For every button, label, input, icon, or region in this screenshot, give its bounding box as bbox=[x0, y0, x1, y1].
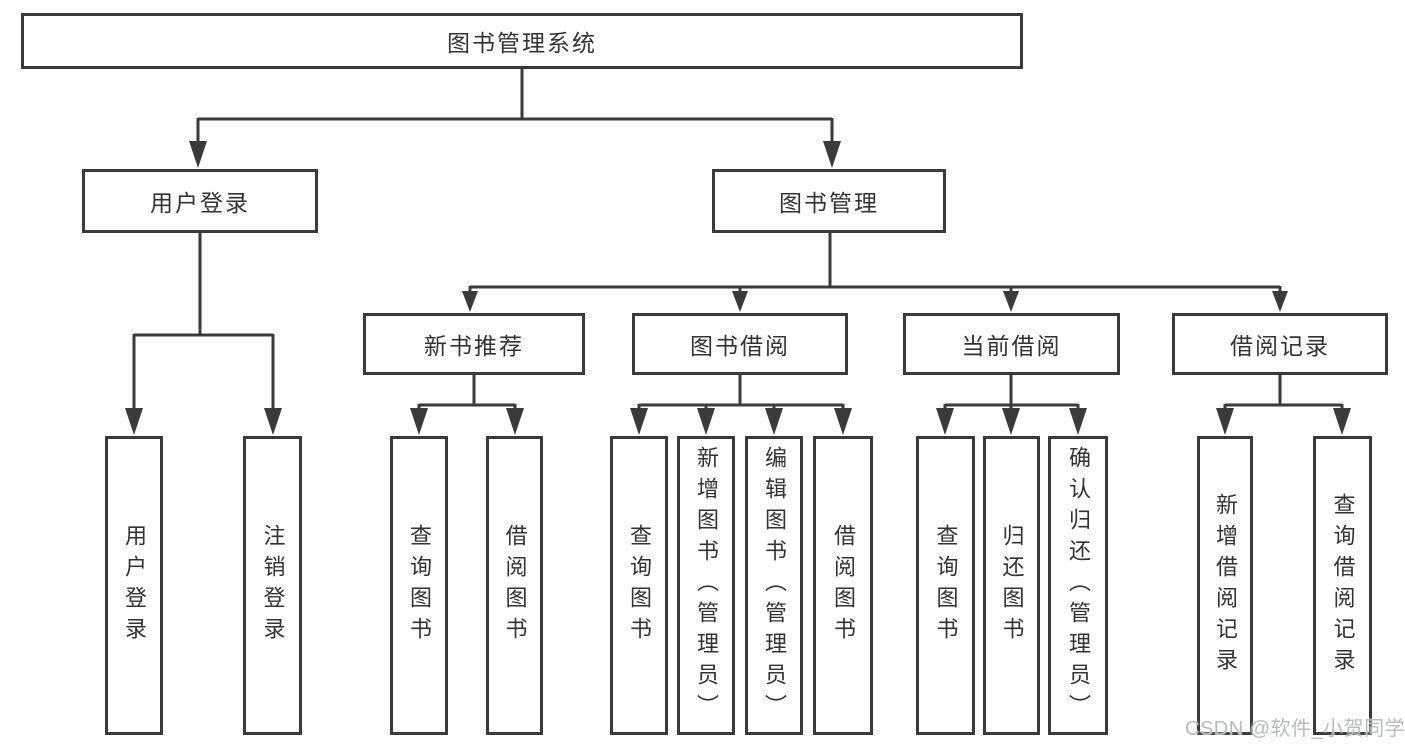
arrow-down-icon bbox=[697, 408, 715, 435]
leaf-edit-books-admin: 编辑图书（管理员） bbox=[745, 436, 803, 735]
arrow-down-icon bbox=[1069, 408, 1087, 435]
arrow-down-icon bbox=[1216, 408, 1234, 435]
leaf-user-login: 用户登录 bbox=[105, 436, 163, 735]
arrow-down-icon bbox=[834, 408, 852, 435]
leaf-query-books: 查询图书 bbox=[390, 436, 448, 735]
connector-newbook-to-leaves bbox=[417, 375, 517, 412]
leaf-label: 借阅图书 bbox=[831, 523, 856, 648]
leaf-label: 编辑图书（管理员） bbox=[762, 446, 787, 725]
arrow-down-icon bbox=[823, 141, 841, 168]
arrow-down-icon bbox=[732, 291, 748, 312]
arrow-down-icon bbox=[630, 408, 648, 435]
csdn-watermark: CSDN @软件_小贺同学 bbox=[1185, 718, 1405, 740]
node-label: 当前借阅 bbox=[961, 333, 1062, 359]
arrow-down-icon bbox=[1333, 408, 1351, 435]
arrow-down-icon bbox=[1002, 408, 1020, 435]
node-label: 图书借阅 bbox=[690, 333, 790, 359]
leaf-label: 新增借阅记录 bbox=[1213, 492, 1238, 679]
arrow-down-icon bbox=[410, 408, 428, 435]
arrow-down-icon bbox=[1003, 291, 1019, 312]
connector-bookmgmt-to-level3 bbox=[468, 232, 1282, 295]
arrow-down-icon bbox=[1272, 291, 1288, 312]
node-borrow-records: 借阅记录 bbox=[1172, 313, 1388, 375]
node-book-management: 图书管理 bbox=[712, 169, 946, 233]
arrow-down-icon bbox=[189, 141, 207, 168]
leaf-label: 确认归还（管理员） bbox=[1066, 446, 1091, 725]
node-current-borrow: 当前借阅 bbox=[903, 313, 1120, 375]
leaf-query-borrow-record: 查询借阅记录 bbox=[1313, 436, 1372, 735]
root-node-label: 图书管理系统 bbox=[447, 30, 597, 56]
connector-root-to-level2 bbox=[196, 67, 834, 144]
node-label: 用户登录 bbox=[150, 190, 250, 216]
arrow-down-icon bbox=[765, 408, 783, 435]
leaf-query-books: 查询图书 bbox=[916, 436, 975, 735]
arrow-down-icon bbox=[462, 291, 478, 312]
leaf-confirm-return-admin: 确认归还（管理员） bbox=[1048, 436, 1108, 735]
leaf-label: 查询借阅记录 bbox=[1330, 492, 1356, 679]
leaf-label: 用户登录 bbox=[122, 523, 147, 648]
connector-bookborrow-to-leaves bbox=[637, 375, 845, 412]
leaf-borrow-books: 借阅图书 bbox=[813, 436, 873, 735]
arrow-down-icon bbox=[125, 408, 143, 435]
leaf-label: 新增图书（管理员） bbox=[694, 446, 719, 725]
leaf-add-borrow-record: 新增借阅记录 bbox=[1197, 436, 1253, 735]
leaf-add-books-admin: 新增图书（管理员） bbox=[677, 436, 735, 735]
leaf-label: 借阅图书 bbox=[502, 523, 528, 648]
connector-currentborrow-to-leaves bbox=[943, 375, 1080, 412]
connector-records-to-leaves bbox=[1223, 375, 1344, 412]
node-book-borrow: 图书借阅 bbox=[632, 313, 848, 375]
node-new-book-recommend: 新书推荐 bbox=[363, 313, 585, 375]
leaf-borrow-books: 借阅图书 bbox=[486, 436, 543, 735]
leaf-query-books: 查询图书 bbox=[610, 436, 668, 735]
leaf-logout: 注销登录 bbox=[243, 436, 302, 735]
connector-userlogin-to-leaves bbox=[132, 232, 275, 412]
node-user-login: 用户登录 bbox=[82, 169, 318, 233]
leaf-label: 查询图书 bbox=[933, 523, 959, 648]
root-node-library-system: 图书管理系统 bbox=[21, 13, 1023, 69]
leaf-label: 查询图书 bbox=[627, 523, 652, 648]
node-label: 图书管理 bbox=[779, 190, 879, 216]
arrow-heads bbox=[125, 141, 1351, 435]
arrow-down-icon bbox=[264, 408, 282, 435]
leaf-label: 归还图书 bbox=[999, 523, 1025, 648]
node-label: 新书推荐 bbox=[424, 333, 524, 359]
leaf-return-books: 归还图书 bbox=[983, 436, 1040, 735]
arrow-down-icon bbox=[936, 408, 954, 435]
leaf-label: 查询图书 bbox=[407, 523, 432, 648]
arrow-down-icon bbox=[506, 408, 524, 435]
node-label: 借阅记录 bbox=[1230, 333, 1330, 359]
leaf-label: 注销登录 bbox=[260, 523, 286, 648]
